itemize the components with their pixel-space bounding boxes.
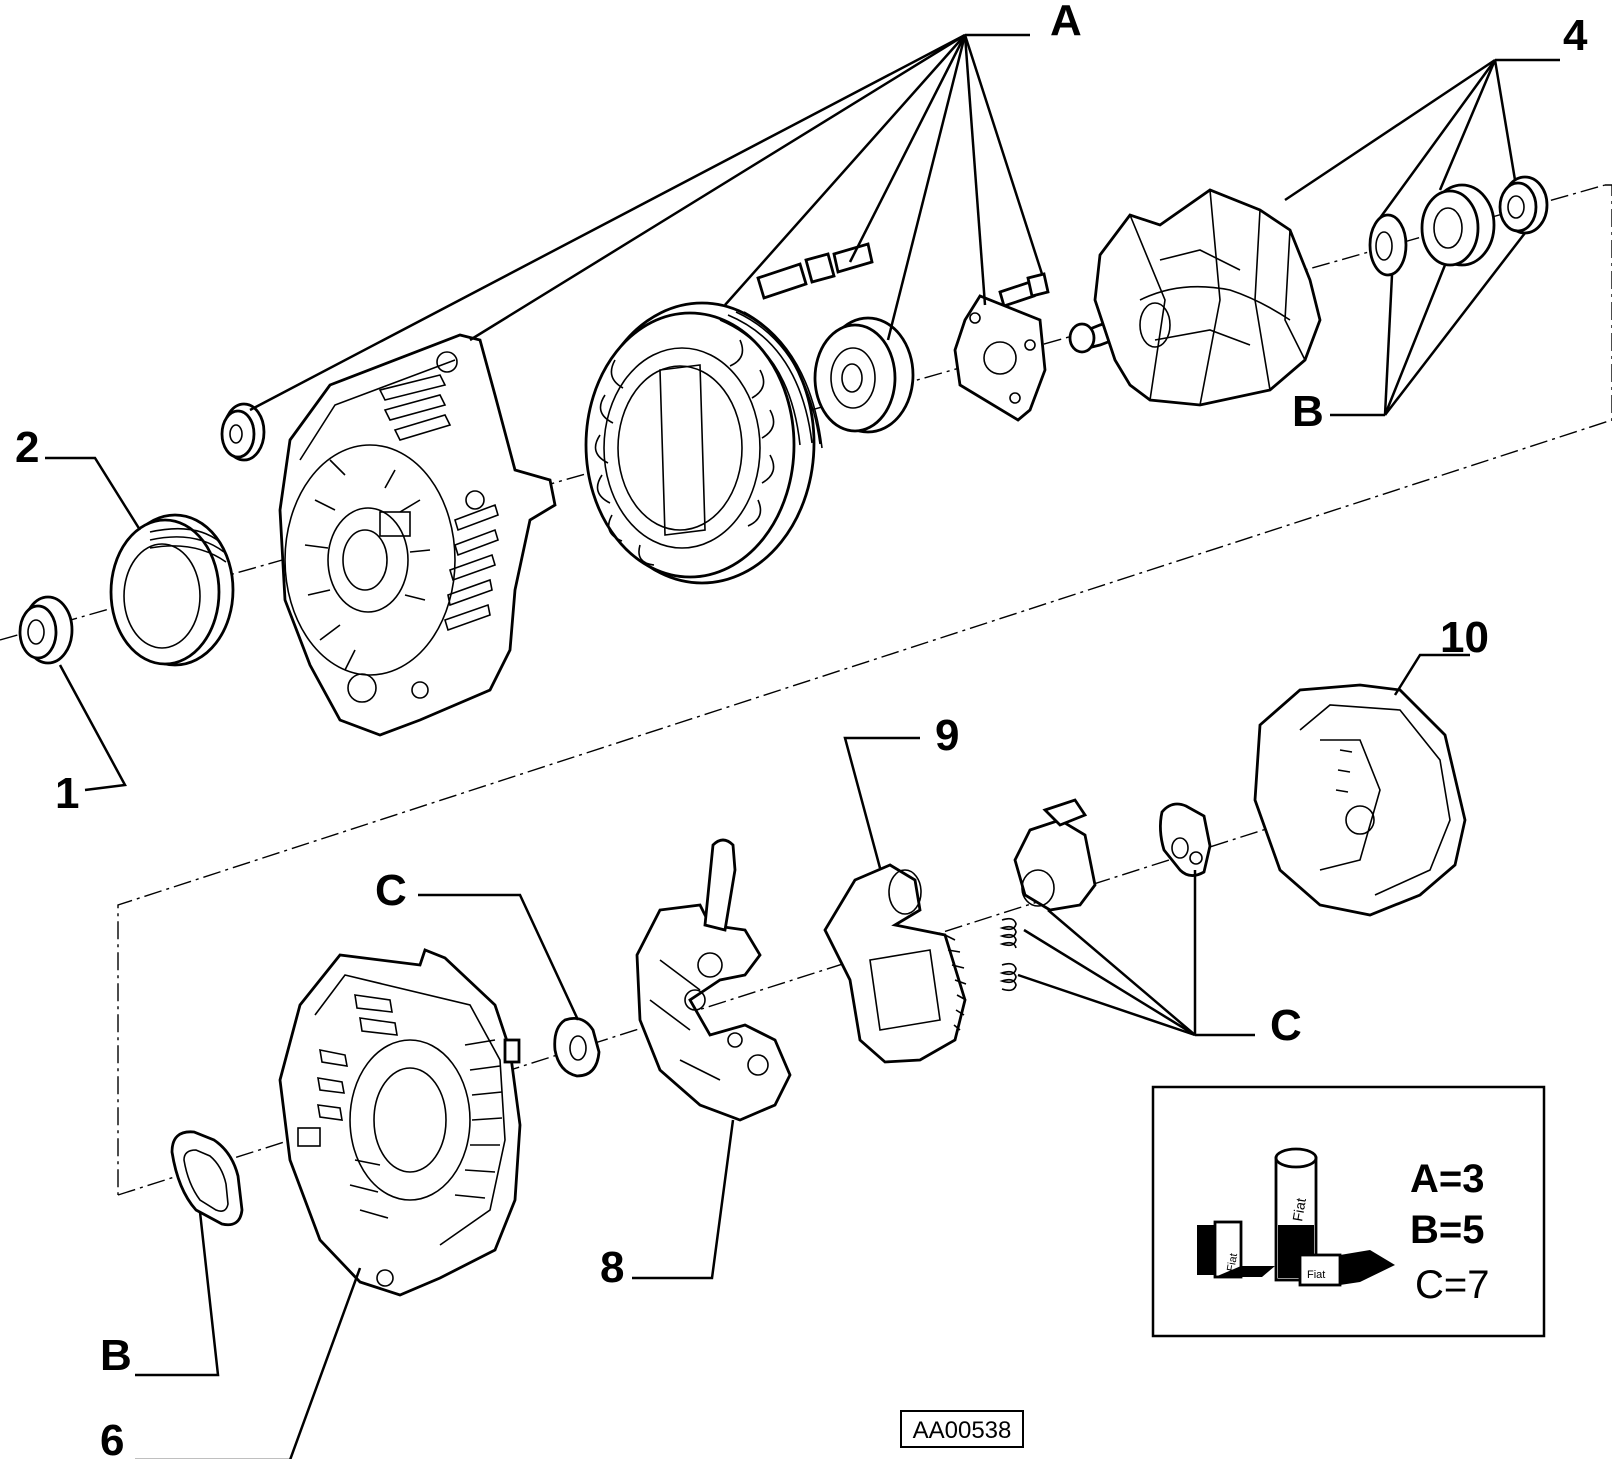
- callout-4: 4: [1563, 11, 1588, 60]
- small-plate: [1159, 802, 1212, 877]
- callout-c-left: C: [375, 866, 407, 915]
- callout-8: 8: [600, 1243, 624, 1292]
- callout-2: 2: [15, 423, 39, 472]
- reference-code: AA00538: [913, 1417, 1012, 1444]
- callout-9: 9: [935, 711, 959, 760]
- fiat-box-icon-left: Fiat: [1197, 1220, 1275, 1279]
- kit-legend: Fiat Fiat Fiat A=3 B=5 C=7: [1151, 1085, 1546, 1338]
- rear-ring: [1368, 213, 1408, 277]
- legend-b: B=5: [1410, 1208, 1485, 1252]
- callout-6: 6: [100, 1416, 124, 1459]
- brush-holder: [1013, 798, 1097, 912]
- leader-line-9: [843, 736, 920, 869]
- leader-lines-c-right: [1017, 870, 1255, 1037]
- leader-lines-b-upper: [1330, 232, 1526, 417]
- callout-10: 10: [1440, 613, 1489, 662]
- callout-b-upper: B: [1292, 387, 1324, 436]
- washer-part: [220, 402, 266, 462]
- springs: [999, 917, 1017, 992]
- leader-line-10: [1393, 653, 1470, 696]
- leader-lines-4: [1284, 58, 1560, 219]
- leader-line-6: [135, 1267, 362, 1462]
- tube-text: Fiat: [1289, 1197, 1309, 1223]
- front-housing: [278, 333, 557, 737]
- box-text-left: Fiat: [1225, 1252, 1240, 1272]
- rotor: [1068, 188, 1322, 407]
- leader-line-8: [632, 1119, 735, 1280]
- regulator-part-9: [823, 863, 967, 1064]
- rear-housing-part-6: [278, 948, 522, 1297]
- rear-cap: [1498, 175, 1549, 235]
- stator: [584, 301, 823, 585]
- callout-a: A: [1050, 0, 1082, 45]
- leader-line-2: [45, 456, 142, 531]
- callout-1: 1: [55, 769, 79, 818]
- fiat-box-icon-right: Fiat: [1298, 1250, 1395, 1287]
- small-washer-c: [553, 1016, 601, 1078]
- callout-c-right: C: [1270, 1001, 1302, 1050]
- rear-bearing: [1420, 183, 1496, 267]
- leader-lines-a: [249, 33, 1044, 412]
- rear-cover-part-10: [1253, 683, 1467, 917]
- nut-part-1: [18, 595, 74, 665]
- axis-connector: [117, 184, 1612, 1195]
- leader-line-1: [58, 664, 127, 792]
- front-bearing: [813, 316, 915, 434]
- retaining-plate: [953, 294, 1047, 422]
- legend-c: C=7: [1415, 1263, 1490, 1307]
- rectifier-part-8: [635, 838, 792, 1122]
- leader-line-b-lower: [135, 1211, 220, 1377]
- small-screw: [998, 272, 1050, 308]
- reference-code-box: AA00538: [900, 1410, 1024, 1448]
- box-text-right: Fiat: [1307, 1269, 1325, 1281]
- pulley-part-2: [109, 513, 235, 667]
- seal-part: [170, 1130, 244, 1227]
- leader-line-c-left: [418, 893, 580, 1021]
- callout-b-lower: B: [100, 1331, 132, 1380]
- legend-a: A=3: [1410, 1157, 1485, 1201]
